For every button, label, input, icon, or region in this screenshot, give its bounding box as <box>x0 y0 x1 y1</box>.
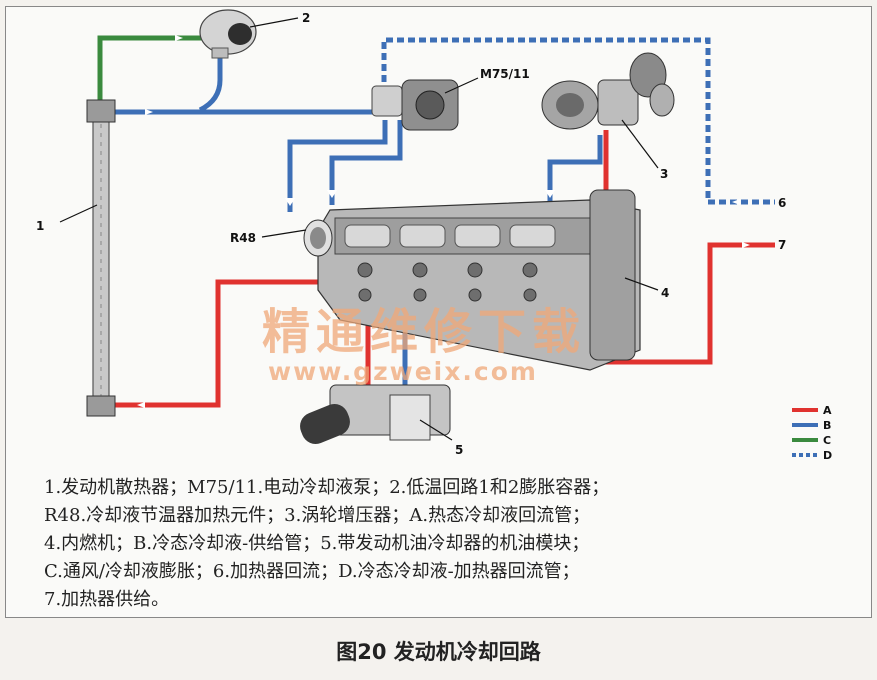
label-oil-module: 5 <box>455 443 463 457</box>
label-thermostat: R48 <box>230 231 256 245</box>
pipe-pump-to-engine-right <box>329 120 403 205</box>
engine <box>317 189 641 371</box>
electric-pump <box>371 79 459 131</box>
caption-line: 7.加热器供给。 <box>44 589 170 610</box>
figure-title: 图20 发动机冷却回路 <box>336 640 541 664</box>
pipe-turbo-feed <box>547 135 603 205</box>
caption-line: C.通风/冷却液膨胀；6.加热器回流；D.冷态冷却液-加热器回流管； <box>44 561 580 582</box>
label-expansion-tank: 2 <box>302 11 310 25</box>
watermark-cn: 精通维修下载 <box>262 304 586 360</box>
pipe-hot-return-radiator <box>105 279 345 408</box>
callout-lines <box>59 17 659 441</box>
pipe-vent-green <box>97 35 205 108</box>
oil-module <box>300 384 451 444</box>
cooling-circuit-diagram: 1 2 M75/11 3 4 5 6 7 R48 A B C D 精通维修下载 … <box>36 9 832 462</box>
pipe-pump-to-engine-left <box>287 120 388 212</box>
watermark-url: www.gzweix.com <box>268 357 538 386</box>
legend: A B C D <box>792 404 832 462</box>
radiator <box>86 99 116 417</box>
pipe-heater-return <box>381 37 775 205</box>
thermostat-heater <box>303 219 333 257</box>
legend-key-d: D <box>823 449 832 462</box>
label-pump: M75/11 <box>480 67 530 81</box>
legend-key-a: A <box>823 404 832 417</box>
expansion-tank <box>199 9 257 59</box>
figure-caption: 1.发动机散热器；M75/11.电动冷却液泵；2.低温回路1和2膨胀容器； R4… <box>44 474 844 614</box>
flow-arrows <box>137 35 750 408</box>
caption-line: 1.发动机散热器；M75/11.电动冷却液泵；2.低温回路1和2膨胀容器； <box>44 477 610 498</box>
label-radiator: 1 <box>36 219 44 233</box>
pipe-tank-tee <box>198 58 223 113</box>
label-heater-supply: 7 <box>778 238 786 252</box>
legend-key-c: C <box>823 434 831 447</box>
caption-line: R48.冷却液节温器加热元件；3.涡轮增压器；A.热态冷却液回流管； <box>44 505 591 526</box>
label-heater-return: 6 <box>778 196 786 210</box>
label-turbo: 3 <box>660 167 668 181</box>
turbocharger <box>541 52 675 130</box>
caption-line: 4.内燃机；B.冷态冷却液-供给管；5.带发动机油冷却器的机油模块； <box>44 533 590 554</box>
label-engine: 4 <box>661 286 669 300</box>
legend-key-b: B <box>823 419 831 432</box>
